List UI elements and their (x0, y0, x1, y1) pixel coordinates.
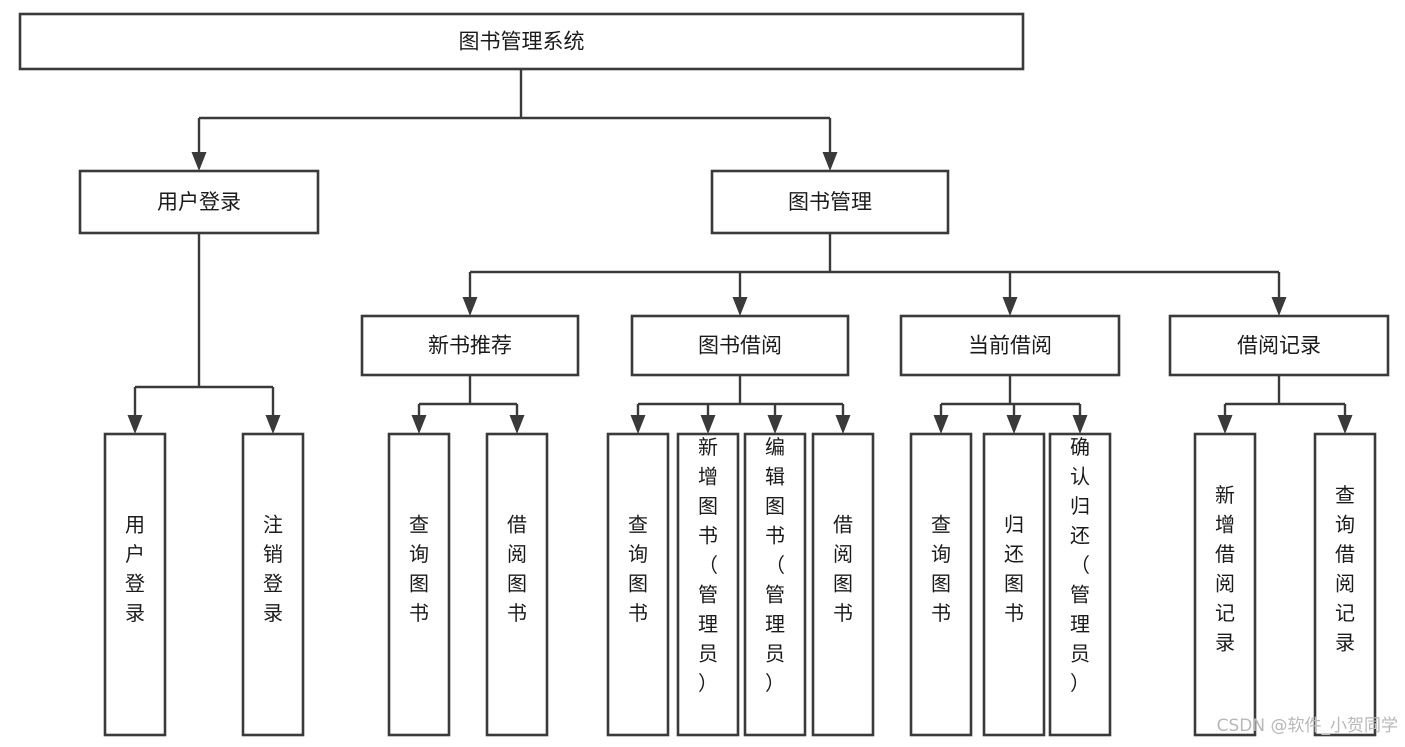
node-leaf-query-record[interactable]: 查询借阅记录 (1313, 432, 1377, 737)
node-box (360, 314, 580, 377)
node-label: 借阅图书 (507, 513, 527, 626)
edge-group-borrowrecord-to-leaves (1217, 375, 1353, 434)
arrow-head-icon (1002, 297, 1018, 316)
node-label: 借阅图书 (833, 513, 853, 626)
arrow-head-icon (1006, 415, 1022, 434)
node-current-borrow[interactable]: 当前借阅 (899, 314, 1121, 377)
node-box (1168, 314, 1390, 377)
node-user-login[interactable]: 用户登录 (78, 169, 320, 235)
node-label: 查询图书 (931, 513, 951, 626)
node-book-manage[interactable]: 图书管理 (710, 169, 950, 235)
node-leaf-user-login[interactable]: 用户登录 (103, 432, 167, 737)
node-root[interactable]: 图书管理系统 (18, 12, 1025, 71)
node-label: 当前借阅 (968, 334, 1052, 358)
node-label: 确认归还（管理员） (1070, 435, 1090, 695)
node-leaf-add-book-admin[interactable]: 新增图书（管理员） (676, 432, 740, 737)
node-box (909, 432, 973, 737)
node-box (485, 432, 549, 737)
arrow-head-icon (1072, 415, 1088, 434)
node-box (1193, 432, 1257, 737)
node-label: 图书借阅 (698, 334, 782, 358)
node-leaf-query-book-1[interactable]: 查询图书 (387, 432, 451, 737)
edges-layer (127, 69, 1353, 434)
node-book-borrow[interactable]: 图书借阅 (630, 314, 850, 377)
arrow-head-icon (732, 297, 748, 316)
node-leaf-add-record[interactable]: 新增借阅记录 (1193, 432, 1257, 737)
node-box (103, 432, 167, 737)
node-label: 用户登录 (157, 190, 241, 214)
arrow-head-icon (1337, 415, 1353, 434)
arrow-head-icon (127, 415, 143, 434)
node-label: 查询借阅记录 (1335, 483, 1355, 655)
node-leaf-return-book[interactable]: 归还图书 (982, 432, 1046, 737)
arrow-head-icon (933, 415, 949, 434)
node-leaf-query-book-3[interactable]: 查询图书 (909, 432, 973, 737)
node-leaf-borrow-book-1[interactable]: 借阅图书 (485, 432, 549, 737)
node-label: 查询图书 (628, 513, 648, 626)
node-box (743, 432, 807, 737)
node-box (811, 432, 875, 737)
edge-group-newbook-to-leaves (411, 375, 525, 434)
node-label: 查询图书 (409, 513, 429, 626)
node-label: 注销登录 (263, 513, 283, 626)
edge-group-userlogin-to-leaves (127, 233, 281, 434)
arrow-head-icon (1271, 297, 1287, 316)
arrow-head-icon (835, 415, 851, 434)
arrow-head-icon (411, 415, 427, 434)
node-box (710, 169, 950, 235)
node-label: 新增图书（管理员） (698, 435, 718, 695)
node-box (606, 432, 670, 737)
arrow-head-icon (822, 152, 838, 171)
node-box (899, 314, 1121, 377)
node-box (676, 432, 740, 737)
node-label: 图书管理 (788, 190, 872, 214)
node-label: 图书管理系统 (459, 30, 585, 54)
arrow-head-icon (265, 415, 281, 434)
edge-group-currentborrow-to-leaves (933, 375, 1088, 434)
node-borrow-record[interactable]: 借阅记录 (1168, 314, 1390, 377)
nodes-layer: 图书管理系统用户登录图书管理新书推荐图书借阅当前借阅借阅记录用户登录注销登录查询… (18, 12, 1390, 737)
node-leaf-logout[interactable]: 注销登录 (241, 432, 305, 737)
node-label: 新增借阅记录 (1215, 483, 1235, 655)
node-box (78, 169, 320, 235)
node-box (1313, 432, 1377, 737)
edge-group-bookmanage-to-level2 (462, 233, 1287, 316)
node-box (630, 314, 850, 377)
arrow-head-icon (191, 152, 207, 171)
csdn-watermark: CSDN @软件_小贺同学 (1217, 716, 1398, 736)
arrow-head-icon (630, 415, 646, 434)
node-box (982, 432, 1046, 737)
node-label: 编辑图书（管理员） (765, 435, 785, 695)
node-box (241, 432, 305, 737)
arrow-head-icon (462, 297, 478, 316)
node-box (1048, 432, 1112, 737)
arrow-head-icon (1217, 415, 1233, 434)
arrow-head-icon (700, 415, 716, 434)
node-label: 归还图书 (1004, 513, 1024, 626)
node-new-book-rec[interactable]: 新书推荐 (360, 314, 580, 377)
node-box (387, 432, 451, 737)
edge-group-bookborrow-to-leaves (630, 375, 851, 434)
arrow-head-icon (767, 415, 783, 434)
edge-group-root-to-level1 (191, 69, 838, 171)
node-label: 新书推荐 (428, 334, 512, 358)
node-leaf-edit-book-admin[interactable]: 编辑图书（管理员） (743, 432, 807, 737)
node-label: 借阅记录 (1237, 334, 1321, 358)
node-leaf-confirm-return-admin[interactable]: 确认归还（管理员） (1048, 432, 1112, 737)
arrow-head-icon (509, 415, 525, 434)
node-leaf-borrow-book-2[interactable]: 借阅图书 (811, 432, 875, 737)
node-label: 用户登录 (125, 513, 145, 626)
node-leaf-query-book-2[interactable]: 查询图书 (606, 432, 670, 737)
node-box (18, 12, 1025, 71)
